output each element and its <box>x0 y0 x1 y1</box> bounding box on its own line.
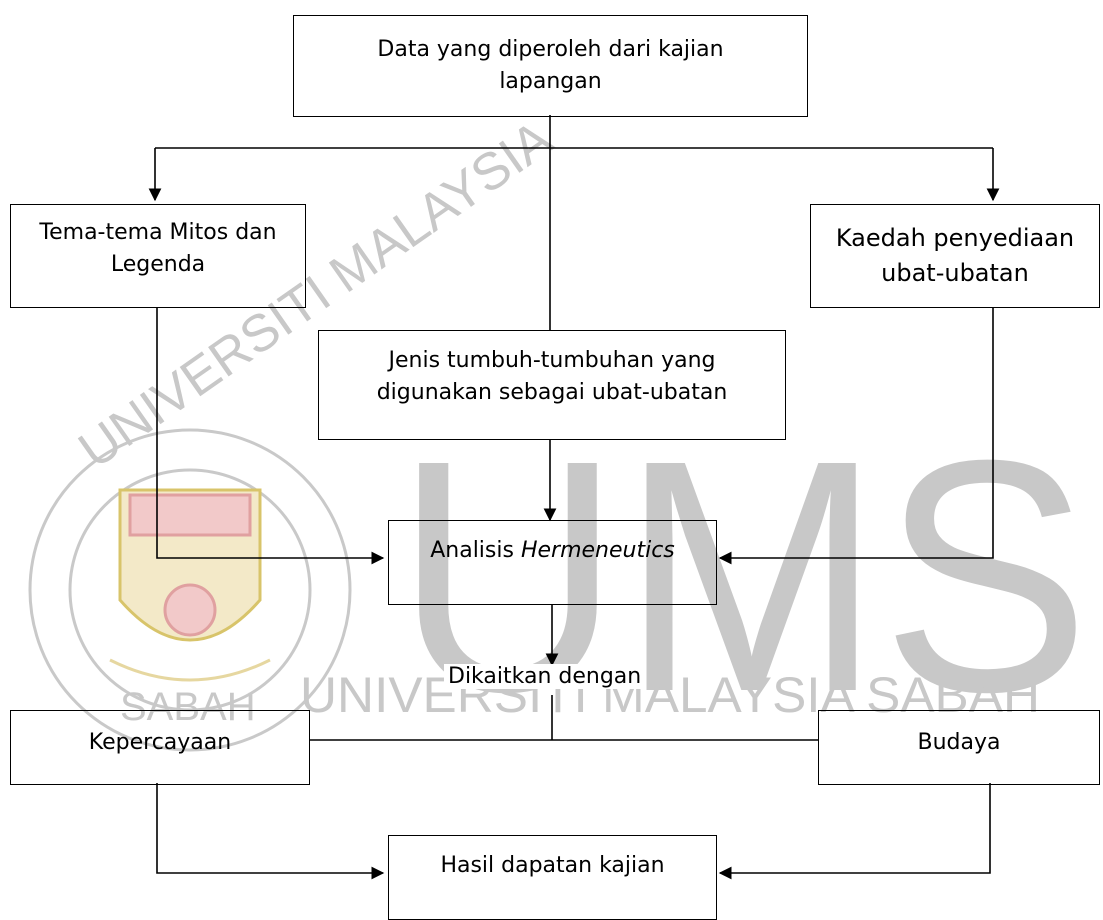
belief-text: Kepercayaan <box>88 730 232 755</box>
plant-types-line1: Jenis tumbuh-tumbuhan yang <box>388 348 716 373</box>
findings-text: Hasil dapatan kajian <box>440 853 665 878</box>
belief-box: Kepercayaan <box>10 710 310 785</box>
data-source-box: Data yang diperoleh dari kajian lapangan <box>293 15 808 117</box>
analysis-italic: Hermeneutics <box>520 538 675 563</box>
data-source-line2: lapangan <box>499 69 602 94</box>
arrow-prep-to-analysis <box>718 307 994 565</box>
analysis-prefix: Analisis <box>430 538 521 563</box>
analysis-box: Analisis Hermeneutics <box>388 520 717 605</box>
arrow-belief-to-findings <box>156 783 385 880</box>
culture-box: Budaya <box>818 710 1100 785</box>
arrow-culture-to-findings <box>718 783 991 880</box>
myth-themes-line2: Legenda <box>110 251 206 277</box>
analysis-label: Analisis Hermeneutics <box>430 535 675 567</box>
connector-label: Dikaitkan dengan <box>444 664 646 689</box>
myth-themes-line1: Tema-tema Mitos dan <box>39 220 277 245</box>
findings-box: Hasil dapatan kajian <box>388 835 717 920</box>
plant-types-line2: digunakan sebagai ubat-ubatan <box>376 379 728 405</box>
plant-types-box: Jenis tumbuh-tumbuhan yang digunakan seb… <box>318 330 786 440</box>
myth-themes-box: Tema-tema Mitos dan Legenda <box>10 204 306 308</box>
preparation-line2: ubat-ubatan <box>881 259 1029 287</box>
preparation-line1: Kaedah penyediaan <box>835 224 1075 253</box>
culture-text: Budaya <box>917 730 1001 755</box>
arrow-myth-to-analysis <box>156 307 385 565</box>
data-source-line1: Data yang diperoleh dari kajian <box>377 37 724 63</box>
preparation-box: Kaedah penyediaan ubat-ubatan <box>810 204 1100 308</box>
